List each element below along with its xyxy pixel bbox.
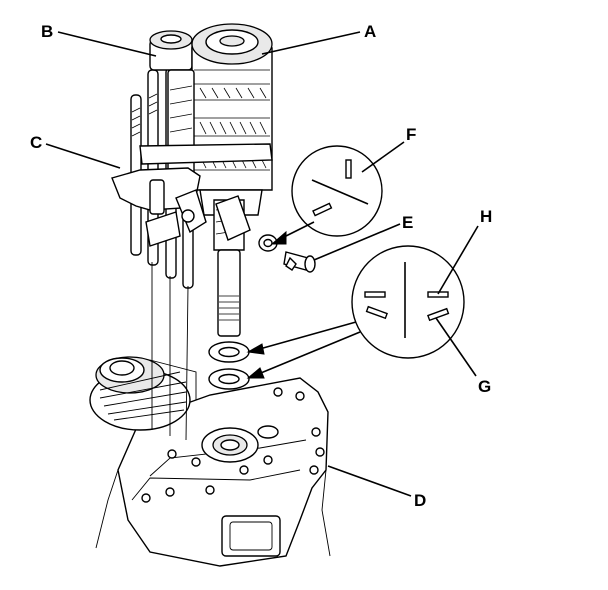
detail-circle-f <box>270 145 383 245</box>
leader-c <box>45 143 121 169</box>
leader-lines <box>45 31 479 497</box>
callout-labels: A B C D E F G H <box>30 22 492 510</box>
label-d: D <box>414 491 426 510</box>
differential-gear <box>89 356 197 431</box>
transmission-housing <box>95 377 331 567</box>
leader-e <box>313 223 401 261</box>
mainshaft-bearing-bore <box>201 425 279 463</box>
label-g: G <box>478 377 491 396</box>
leader-d <box>327 465 412 497</box>
label-c: C <box>30 133 42 152</box>
thrust-washers <box>208 341 250 390</box>
leader-g <box>435 317 477 377</box>
leader-f <box>361 141 405 173</box>
detail-circle-gh <box>246 245 465 379</box>
label-b: B <box>41 22 53 41</box>
bolt-and-washer <box>258 234 316 273</box>
leader-b <box>57 31 157 57</box>
shift-fork-assembly <box>111 143 273 247</box>
label-h: H <box>480 207 492 226</box>
leader-h <box>437 225 479 295</box>
label-f: F <box>406 125 416 144</box>
leader-a <box>261 31 361 55</box>
label-a: A <box>364 22 376 41</box>
flange-bolt-holes <box>141 387 325 503</box>
label-e: E <box>402 213 413 232</box>
